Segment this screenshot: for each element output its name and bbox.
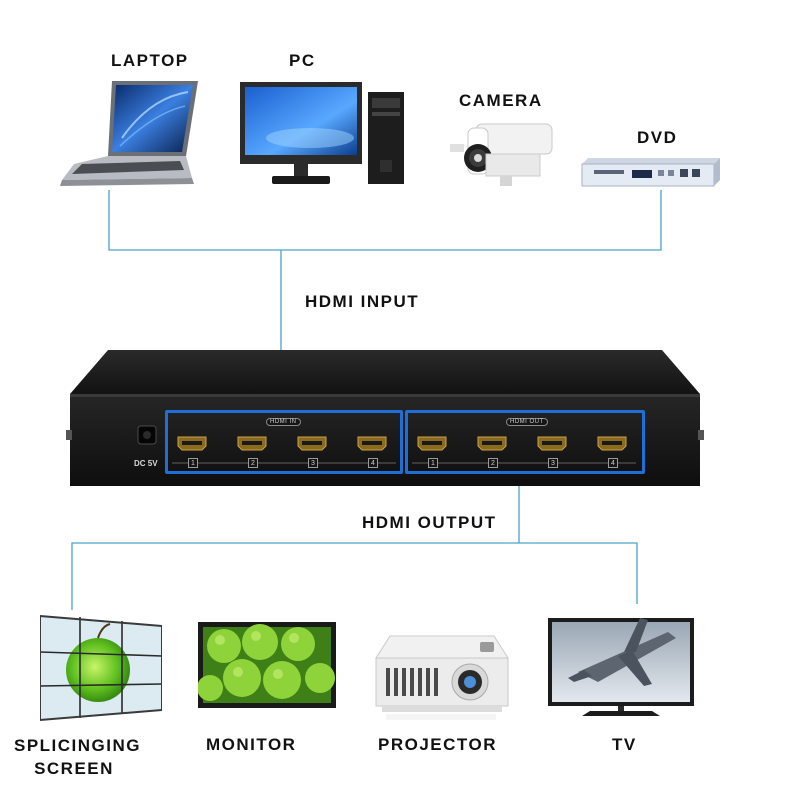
out-port-1-number: 1: [428, 458, 438, 468]
out-port-2-number: 2: [488, 458, 498, 468]
pc-image: [240, 80, 408, 188]
laptop-image: [60, 78, 200, 188]
hdmi-output-label: HDMI OUTPUT: [362, 513, 497, 532]
dc-power-label: DC 5V: [134, 459, 158, 468]
out-port-3-number: 3: [548, 458, 558, 468]
in-port-2-number: 2: [248, 458, 258, 468]
dvd-label: DVD: [637, 128, 678, 147]
hdmi-in-group-label: HDMI IN: [266, 418, 301, 426]
monitor-image: [198, 622, 336, 708]
camera-label: CAMERA: [459, 91, 543, 110]
dvd-image: [580, 158, 722, 190]
output-wire: [71, 542, 638, 610]
hdmi-out-group-label: HDMI OUT: [506, 418, 548, 426]
input-wire: [108, 190, 662, 251]
in-port-3-number: 3: [308, 458, 318, 468]
hdmi-in-frame: [165, 410, 403, 474]
hdmi-out-frame: [405, 410, 645, 474]
splicing-screen-label: SPLICINGING SCREEN: [14, 734, 142, 780]
monitor-label: MONITOR: [206, 735, 297, 754]
splicing-screen-label-line2: SCREEN: [34, 759, 114, 778]
projector-image: [372, 630, 512, 722]
hdmi-switch-chassis: [64, 348, 706, 490]
tv-label: TV: [612, 735, 637, 754]
splicing-screen-image: [40, 612, 162, 722]
camera-image: [446, 118, 558, 190]
laptop-label: LAPTOP: [111, 51, 189, 70]
pc-label: PC: [289, 51, 316, 70]
splicing-screen-label-line1: SPLICINGING: [14, 736, 142, 755]
projector-label: PROJECTOR: [378, 735, 497, 754]
in-port-1-number: 1: [188, 458, 198, 468]
out-port-4-number: 4: [608, 458, 618, 468]
hdmi-input-label: HDMI INPUT: [305, 292, 420, 311]
tv-image: [548, 612, 694, 722]
in-port-4-number: 4: [368, 458, 378, 468]
